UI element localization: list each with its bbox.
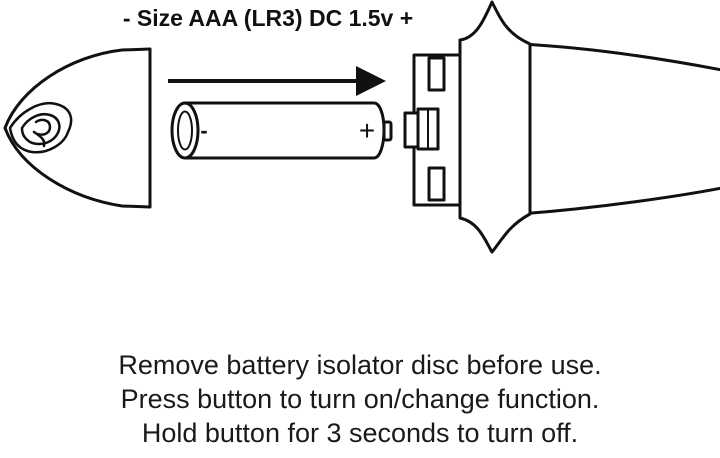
insert-direction-arrow-icon	[168, 66, 386, 96]
end-cap	[3, 47, 152, 209]
device-body	[403, 0, 720, 254]
aaa-battery	[170, 101, 393, 160]
instruction-press-button: Press button to turn on/change function.	[120, 384, 600, 414]
instructions-block: Remove battery isolator disc before use.…	[0, 348, 720, 450]
monogram-logo-icon	[8, 101, 73, 154]
battery-size-label: - Size AAA (LR3) DC 1.5v +	[123, 5, 413, 31]
battery-plus-symbol: +	[359, 115, 375, 146]
instruction-hold-button: Hold button for 3 seconds to turn off.	[141, 418, 579, 448]
instruction-remove-isolator: Remove battery isolator disc before use.	[118, 350, 602, 380]
battery-minus-symbol: -	[200, 118, 207, 143]
